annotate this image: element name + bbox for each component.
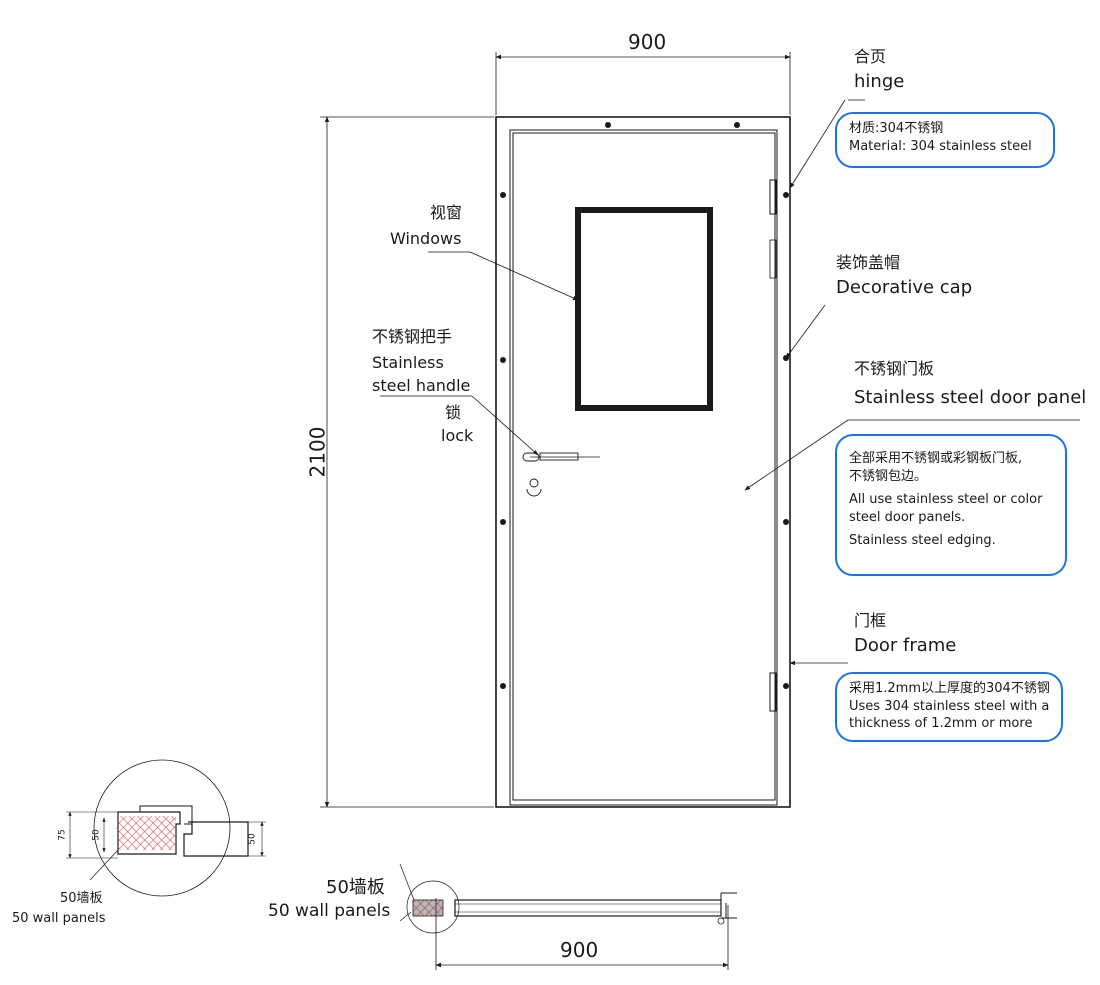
handle-label-en-1: Stainless	[372, 353, 444, 372]
door-panel-label-en: Stainless steel door panel	[854, 387, 1087, 408]
panel-material-callout: 全部采用不锈钢或彩钢板门板, 不锈钢包边。 All use stainless …	[835, 434, 1067, 576]
hinge-material-en: Material: 304 stainless steel	[849, 138, 1032, 154]
detail-dim-50-right: 50	[247, 833, 258, 845]
handle-label-en-2: steel handle	[372, 376, 471, 395]
frame-material-callout: 采用1.2mm以上厚度的304不锈钢 Uses 304 stainless st…	[835, 672, 1063, 742]
panel-material-cn-1: 全部采用不锈钢或彩钢板门板,	[849, 451, 1023, 466]
panel-material-en-1: All use stainless steel or color	[849, 492, 1043, 508]
hinge-label-en: hinge	[854, 71, 905, 92]
panel-material-en-3: Stainless steel edging.	[849, 533, 996, 549]
height-dimension: 2100	[305, 426, 330, 478]
decorative-cap-label-cn: 装饰盖帽	[836, 253, 901, 272]
frame-material-cn: 采用1.2mm以上厚度的304不锈钢	[849, 681, 1050, 696]
detail-dim-50-left: 50	[91, 829, 102, 841]
decorative-cap-label-en: Decorative cap	[836, 277, 973, 298]
panel-material-en-2: steel door panels.	[849, 509, 966, 525]
bottom-width-dimension: 900	[560, 938, 599, 962]
door-frame-label-en: Door frame	[854, 635, 957, 656]
door-frame-label-cn: 门框	[854, 611, 887, 630]
wall-panel-bottom-en: 50 wall panels	[268, 901, 391, 921]
top-width-dimension: 900	[628, 30, 667, 54]
lock-label-en: lock	[441, 426, 474, 445]
wall-panel-left-en: 50 wall panels	[12, 911, 106, 926]
detail-dim-75: 75	[57, 829, 68, 841]
lock-label-cn: 锁	[445, 403, 462, 422]
wall-panel-bottom-cn: 50墙板	[326, 877, 385, 898]
door-panel-label-cn: 不锈钢门板	[854, 359, 935, 378]
hinge-material-callout: 材质:304不锈钢 Material: 304 stainless steel	[835, 112, 1055, 168]
hinge-label-cn: 合页	[854, 47, 887, 66]
handle-label-cn: 不锈钢把手	[372, 327, 453, 346]
window-label-en: Windows	[390, 229, 462, 248]
frame-material-en-2: thickness of 1.2mm or more	[849, 716, 1033, 732]
panel-material-cn-2: 不锈钢包边。	[849, 468, 928, 484]
hinge-material-cn: 材质:304不锈钢	[849, 121, 944, 136]
wall-panel-left-cn: 50墙板	[60, 891, 103, 906]
window-label-cn: 视窗	[430, 203, 463, 222]
frame-material-en-1: Uses 304 stainless steel with a	[849, 698, 1050, 714]
